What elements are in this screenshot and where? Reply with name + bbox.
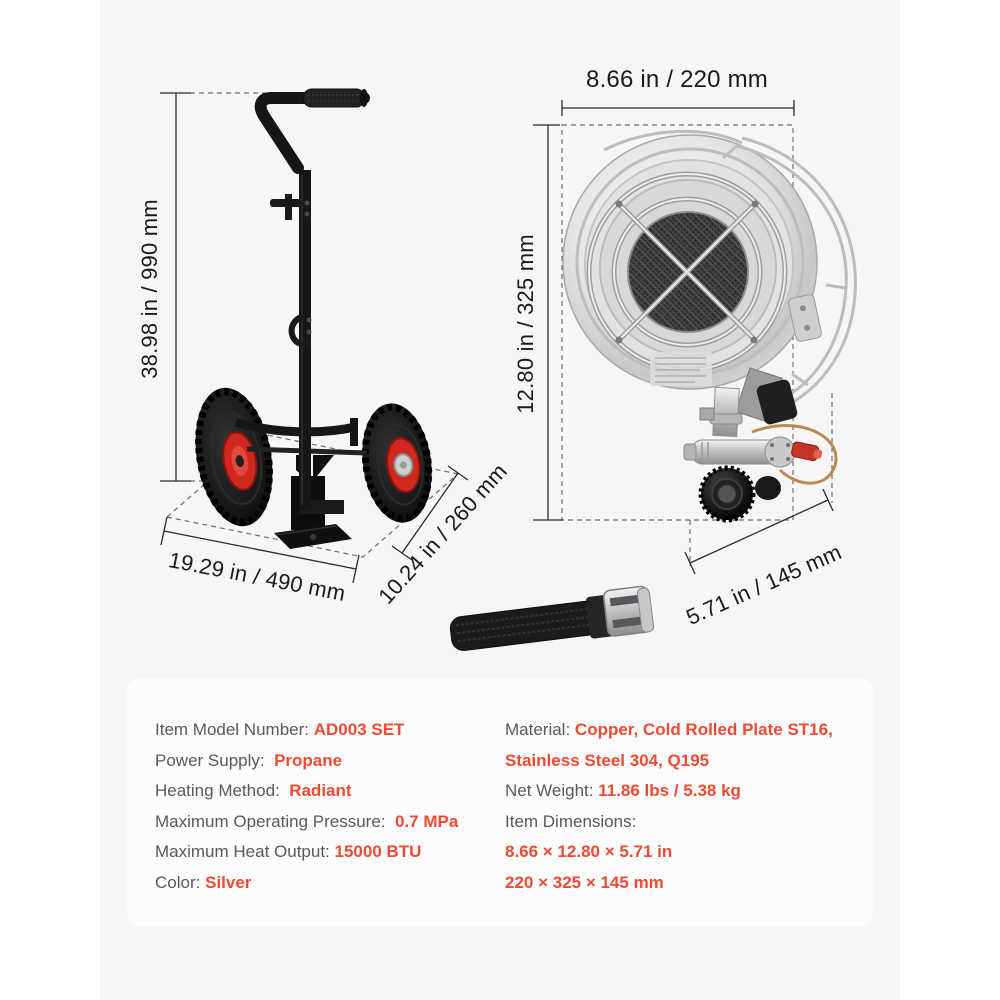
strap-buckle	[602, 585, 655, 637]
cart-height-dimension: 38.98 in / 990 mm	[137, 199, 162, 379]
cart-gusset-right	[313, 455, 334, 481]
heater-side-bracket	[788, 294, 822, 342]
spec-row-max-pressure: Maximum Operating Pressure: 0.7 MPa	[155, 811, 459, 831]
spec-row-power-supply: Power Supply: Propane	[155, 750, 343, 770]
heater-igniter-red-tip	[791, 441, 823, 462]
heater-valve-assembly	[683, 367, 838, 523]
cart-crossbar-clip	[350, 418, 358, 446]
spec-row-net-weight: Net Weight: 11.86 lbs / 5.38 kg	[505, 781, 741, 800]
cart-left-wheel	[195, 387, 273, 527]
heater-copper-tube	[751, 424, 838, 485]
cart-handle-tube	[254, 92, 370, 174]
specifications-panel: Item Model Number: AD003 SET Power Suppl…	[127, 678, 873, 927]
spec-row-color: Color: Silver	[155, 872, 252, 892]
spec-column-right: Material: Copper, Cold Rolled Plate ST16…	[505, 715, 833, 898]
heater-dashed-box	[561, 124, 794, 521]
heater-width-dimension: 8.66 in / 220 mm	[586, 66, 768, 93]
cart-lower-hook	[288, 313, 312, 348]
spec-row-item-dimensions: Item Dimensions:	[505, 811, 637, 831]
heater-warning-label	[650, 352, 712, 386]
spec-row-heating-method: Heating Method: Radiant	[155, 781, 352, 800]
dimension-lines	[160, 92, 834, 584]
heater-guard-cage	[603, 129, 857, 414]
strap-illustration	[449, 585, 655, 651]
spec-row-material-cont: Stainless Steel 304, Q195	[505, 750, 710, 770]
cart-upper-hook	[270, 194, 310, 220]
spec-row-model: Item Model Number: AD003 SET	[155, 720, 405, 739]
cart-right-wheel	[361, 403, 433, 523]
cart-handle-grip	[302, 88, 368, 108]
cart-base-plate	[274, 476, 352, 549]
spec-row-material: Material: Copper, Cold Rolled Plate ST16…	[505, 720, 833, 739]
cart-crossbar	[234, 417, 357, 437]
spec-column-left: Item Model Number: AD003 SET Power Suppl…	[155, 715, 458, 898]
heater-height-dimension: 12.80 in / 325 mm	[513, 234, 538, 414]
spec-row-max-heat-output: Maximum Heat Output: 15000 BTU	[155, 842, 422, 861]
spec-row-dimensions-in: 8.66 × 12.80 × 5.71 in	[505, 842, 673, 861]
cart-pole	[299, 170, 311, 510]
spec-row-dimensions-mm: 220 × 325 × 145 mm	[505, 872, 664, 892]
cart-illustration	[195, 88, 433, 549]
heater-illustration	[562, 129, 857, 523]
heater-control-knob	[698, 465, 756, 523]
